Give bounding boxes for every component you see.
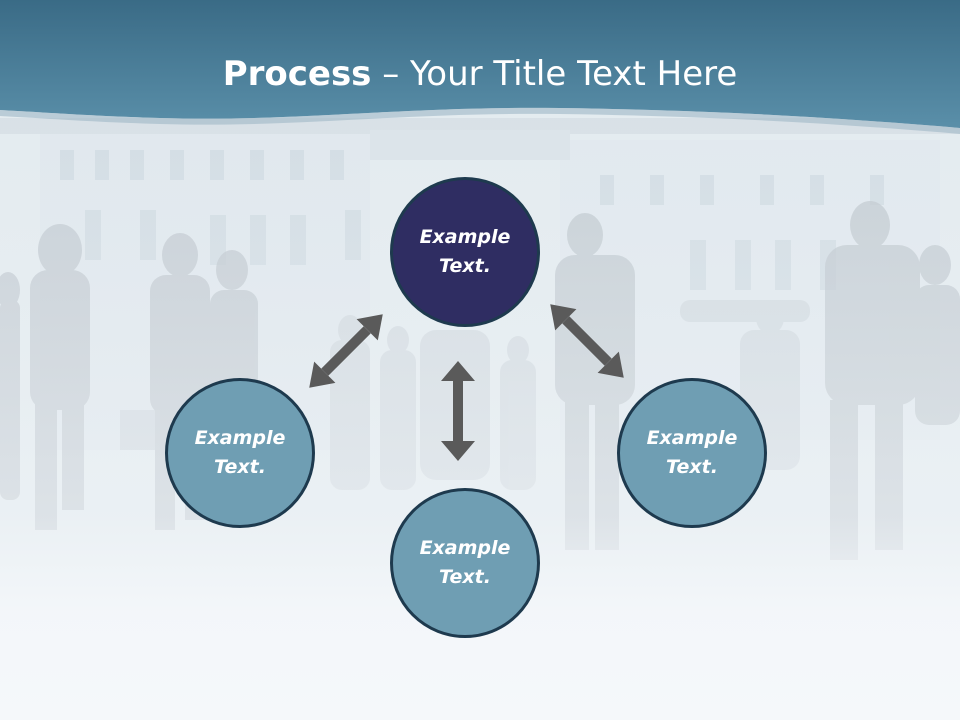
node-top-label: Example Text.	[419, 226, 511, 277]
process-node-left: Example Text.	[165, 378, 315, 528]
slide-title: Process – Your Title Text Here	[0, 52, 960, 96]
node-left-label: Example Text.	[194, 427, 286, 478]
process-node-top: Example Text.	[390, 177, 540, 327]
title-rest-text: – Your Title Text Here	[371, 54, 738, 94]
node-right-label: Example Text.	[646, 427, 738, 478]
title-bold-text: Process	[222, 54, 372, 94]
process-node-right: Example Text.	[617, 378, 767, 528]
node-bottom-label: Example Text.	[419, 537, 511, 588]
process-node-bottom: Example Text.	[390, 488, 540, 638]
